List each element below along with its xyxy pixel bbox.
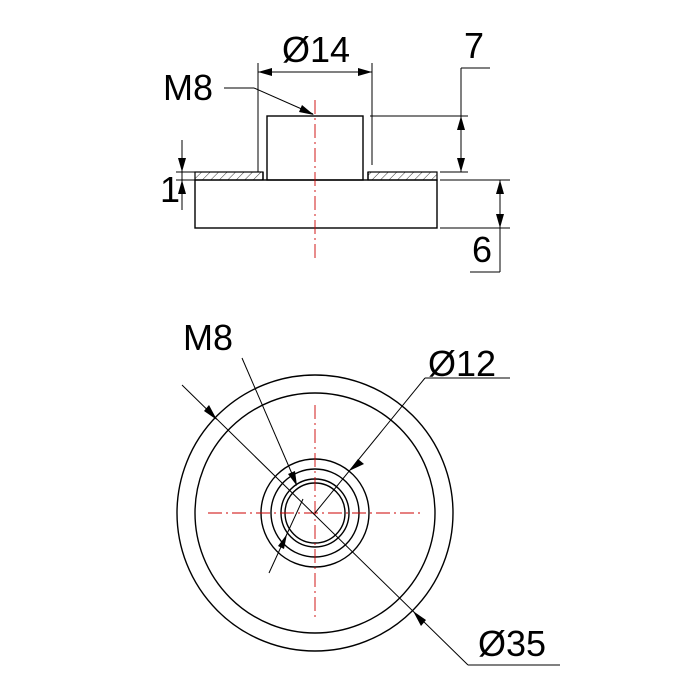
dia14-label: Ø14 xyxy=(282,29,350,70)
dim6-label: 6 xyxy=(472,229,492,270)
dia12-leader xyxy=(314,377,426,514)
dia14-arrow-left xyxy=(258,68,272,76)
dim7-arrow-bottom xyxy=(457,158,465,172)
m8-top-arrow-lower xyxy=(278,534,287,549)
rubber-layer-right xyxy=(367,171,438,181)
outer-circle-35 xyxy=(176,374,454,652)
dia12-arrow xyxy=(349,459,364,471)
base-body xyxy=(194,179,438,229)
dim7-arrow-top xyxy=(457,116,465,130)
dim1-label: 1 xyxy=(160,169,180,210)
dia35-arrow-lower xyxy=(413,611,426,626)
dim6-arrow-bottom xyxy=(496,214,504,228)
rubber-circle xyxy=(194,392,436,634)
dim7-label: 7 xyxy=(464,25,484,66)
dia12-label: Ø12 xyxy=(428,343,496,384)
m8-side-label: M8 xyxy=(163,67,213,108)
dia35-arrow-upper xyxy=(204,405,217,420)
dia35-leader xyxy=(181,384,469,666)
rubber-layer-left xyxy=(194,171,264,181)
dia35-label: Ø35 xyxy=(478,623,546,664)
top-view: M8 Ø12 Ø35 xyxy=(176,317,560,666)
m8-top-label: M8 xyxy=(183,317,233,358)
side-view: Ø14 M8 7 6 1 xyxy=(160,25,510,273)
dim1-arrow-bottom xyxy=(178,180,186,194)
dim6-arrow-top xyxy=(496,180,504,194)
m8-side-arrow xyxy=(299,105,314,115)
m8-top-leader xyxy=(241,357,297,484)
dia14-arrow-right xyxy=(358,68,372,76)
dim1-arrow-top xyxy=(178,158,186,172)
m8-top-arrow xyxy=(288,471,297,486)
